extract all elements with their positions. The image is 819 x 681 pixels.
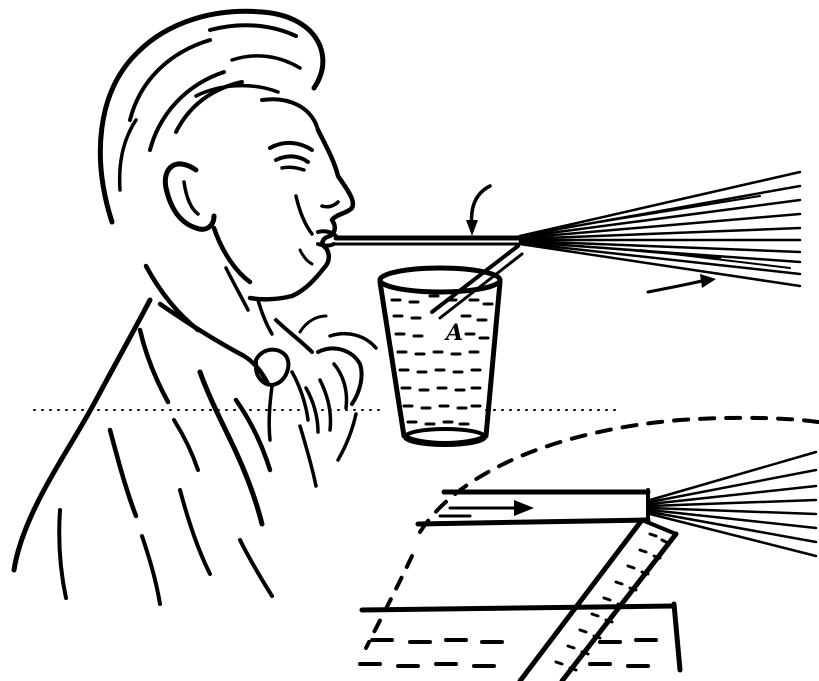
man-hand [318,348,362,404]
lower-tube [418,490,648,524]
man-jacket [14,300,150,570]
man-figure [14,11,376,604]
lower-dip-straw [520,520,676,681]
blow-tube [336,238,522,244]
glass-label: A [444,320,463,346]
upper-spray [520,172,800,286]
lower-spray [650,452,816,556]
glass-a: A [380,268,500,445]
man-ear [165,164,214,229]
spray-direction-arrow [648,274,716,292]
man-hair [100,11,323,222]
man-eye [276,156,308,162]
lower-container [360,604,680,670]
man-tie [256,350,288,385]
man-collar [160,304,268,384]
dip-straw [432,246,522,318]
air-direction-arrow [466,186,490,236]
